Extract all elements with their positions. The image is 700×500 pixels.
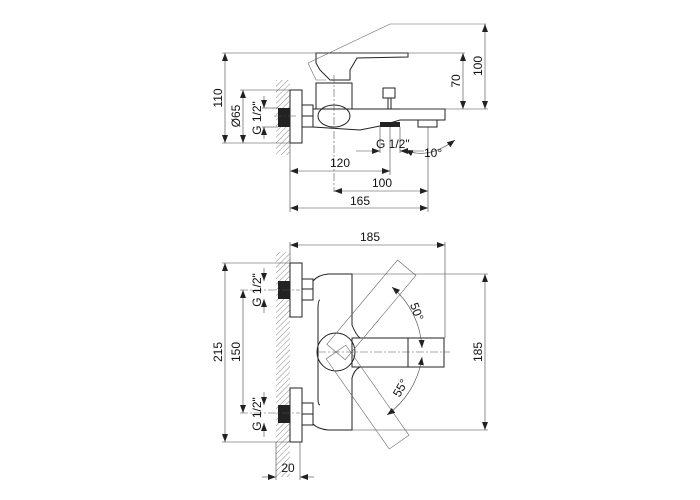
lower-flange <box>289 387 303 443</box>
dim-150-label: 150 <box>229 342 243 362</box>
dim-70-label: 70 <box>449 74 463 88</box>
dim-120-label: 120 <box>330 156 350 170</box>
lever-raised-ghost <box>307 23 486 64</box>
lever-tip <box>407 337 445 368</box>
diverter-knob <box>382 87 396 99</box>
spout-aerator <box>417 119 438 128</box>
dim-diameter-label: Ø65 <box>229 104 243 127</box>
dim-185-top-label: 185 <box>360 230 380 244</box>
dim-angle-label: 10° <box>424 146 442 160</box>
dim-20-label: 20 <box>281 461 295 475</box>
dim-outlet-thread-label: G 1/2" <box>376 137 410 151</box>
dim-angle-50-label: 50° <box>407 301 426 323</box>
dim-100-horizontal-label: 100 <box>372 176 392 190</box>
dim-angle-55-label: 55° <box>390 376 411 399</box>
lever-handle <box>351 337 409 368</box>
wall-flange <box>289 89 303 144</box>
dim-100-vertical-label: 100 <box>471 56 485 76</box>
dim-lower-thread-label: G 1/2" <box>250 397 264 431</box>
dim-215-label: 215 <box>211 342 225 362</box>
outlet-thread <box>380 122 400 127</box>
lever-ghost-up <box>326 259 417 361</box>
dim-wall-thread-label: G 1/2" <box>250 101 264 135</box>
dim-185-right-label: 185 <box>471 342 485 362</box>
dim-165-label: 165 <box>350 194 370 208</box>
front-view: 185 215 150 G 1/2" G 1/2" 185 50° 55° 20 <box>211 230 488 480</box>
dim-angle-50-arc <box>391 286 425 349</box>
dim-upper-thread-label: G 1/2" <box>250 273 264 307</box>
side-view: 110 Ø65 G 1/2" 70 100 G 1/2" 10° 120 100… <box>211 23 488 212</box>
dim-angle-arc <box>404 139 456 156</box>
wall-thread <box>278 108 290 127</box>
dim-angle-55-arc <box>386 356 424 416</box>
dim-110-label: 110 <box>211 88 225 107</box>
lower-thread <box>278 405 290 423</box>
lever <box>315 52 409 81</box>
